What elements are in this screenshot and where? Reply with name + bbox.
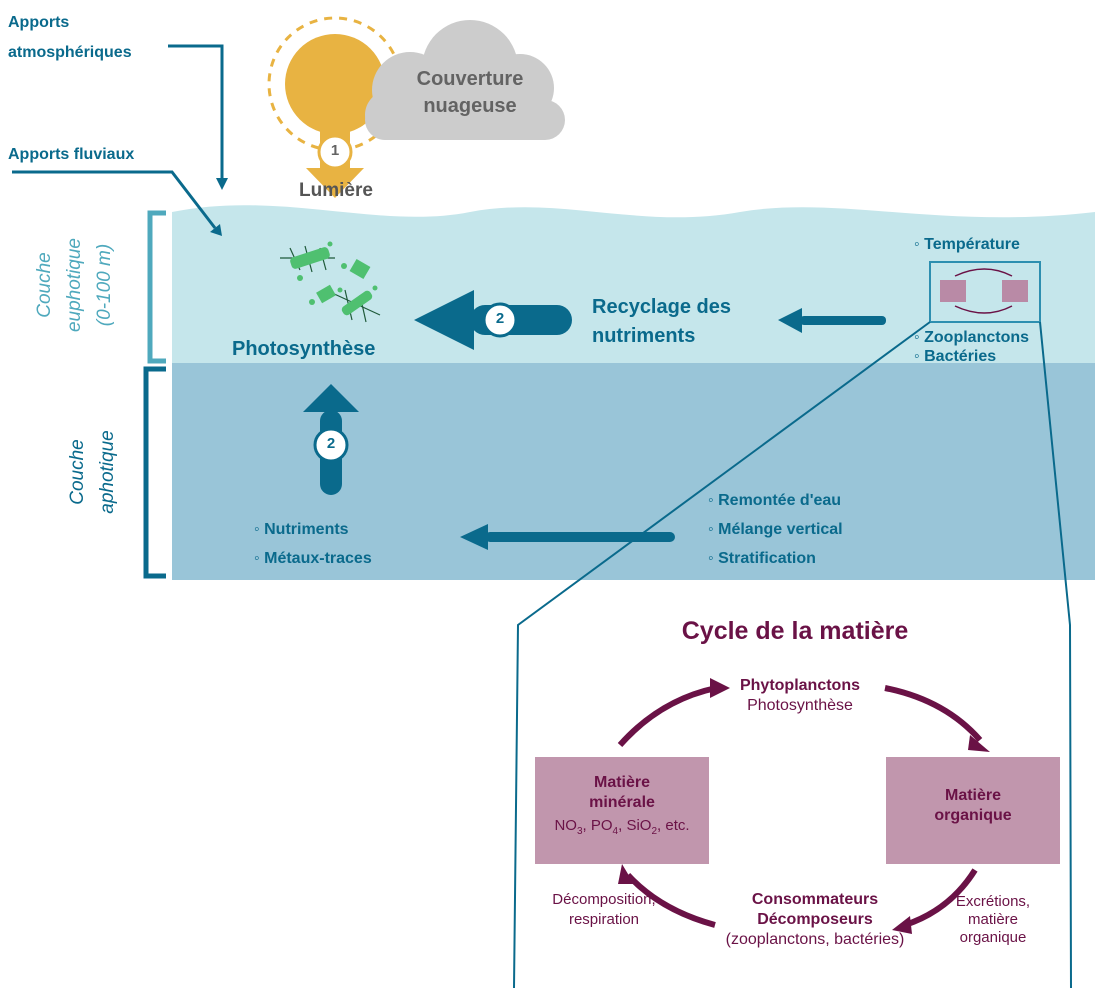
step-2-number-vertical: 2: [326, 435, 336, 452]
bacteria-label: Bactéries: [914, 347, 1029, 366]
phyto-sublabel: Photosynthèse: [747, 697, 853, 714]
organic-line-1: Matière: [944, 787, 1002, 804]
organic-label: Matière organique: [886, 786, 1060, 826]
zoom-line-right: [1039, 321, 1072, 988]
organic-line-2: organique: [934, 807, 1012, 824]
phyto-label: Phytoplanctons: [739, 677, 860, 694]
mixing-processes-list: Remontée d'eau Mélange vertical Stratifi…: [708, 486, 843, 573]
step-2-circle-vertical: [313, 427, 349, 463]
aphotic-line-2: aphotique: [97, 430, 118, 514]
mineral-formulas: NO3, PO4, SiO2, etc.: [554, 817, 690, 837]
cycle-arrows: [617, 685, 983, 928]
mineral-line-1: Matière: [593, 774, 651, 791]
decomposition-label: Décomposition, respiration: [534, 890, 674, 930]
cycle-title: Cycle de la matière: [681, 617, 909, 645]
decomposers-label: Décomposeurs: [757, 911, 873, 928]
atmo-line-1: Apports: [8, 14, 70, 31]
fluvial-input-label: Apports fluviaux: [8, 146, 135, 163]
decomp-line-2: respiration: [568, 911, 640, 928]
euphotic-layer-label: Couche euphotique (0-100 m): [30, 210, 120, 360]
excretion-line-3: organique: [959, 929, 1027, 946]
step-2-circle-horizontal: [482, 302, 518, 338]
light-label: Lumière: [299, 180, 373, 201]
step-1-number: 1: [330, 142, 340, 159]
aphotic-line-1: Couche: [67, 439, 88, 505]
atmo-input-label: Apports atmosphériques: [8, 8, 132, 68]
recycling-line-1: Recyclage des: [592, 296, 731, 318]
mineral-label: Matière minérale NO3, PO4, SiO2, etc.: [535, 773, 709, 842]
cloud-label: Couverture nuageuse: [412, 66, 528, 120]
consumers-list: Zooplanctons Bactéries: [914, 328, 1029, 366]
aphotic-flow-arrow: [460, 524, 675, 550]
photosynthesis-label: Photosynthèse: [232, 338, 376, 360]
decomp-line-1: Décomposition,: [552, 891, 656, 908]
trace-metals-label: Métaux-traces: [254, 544, 372, 573]
mineral-box: [535, 757, 709, 864]
temperature-label: Température: [914, 236, 1020, 254]
atmo-input-arrow: [168, 44, 228, 190]
aphotic-bracket: [143, 366, 166, 579]
step-1-circle: [317, 134, 353, 170]
euphotic-bracket: [147, 210, 166, 364]
zoom-line-left: [513, 321, 931, 988]
nutrients-label: Nutriments: [254, 515, 372, 544]
step-2-number-horizontal: 2: [495, 310, 505, 327]
cloud-icon: [365, 20, 565, 140]
phytoplankton-icon: [280, 241, 381, 323]
zooplankton-label: Zooplanctons: [914, 328, 1029, 347]
upwelling-label: Remontée d'eau: [708, 486, 843, 515]
excretion-label: Excrétions, matière organique: [938, 893, 1048, 947]
organic-box: [886, 757, 1060, 864]
excretion-line-1: Excrétions,: [955, 893, 1031, 910]
consumers-label: Consommateurs: [751, 891, 879, 908]
euphotic-line-3: (0-100 m): [94, 243, 115, 327]
euphotic-line-1: Couche: [34, 252, 55, 318]
nutrients-list: Nutriments Métaux-traces: [254, 515, 372, 573]
vertical-mixing-label: Mélange vertical: [708, 515, 843, 544]
cloud-line-2: nuageuse: [423, 95, 517, 117]
cycle-thumbnail: [940, 268, 1028, 314]
consumers-node: Consommateurs Décomposeurs (zooplanctons…: [700, 890, 930, 950]
phyto-node: Phytoplanctons Photosynthèse: [700, 676, 900, 716]
recycling-line-2: nutriments: [592, 325, 696, 347]
euphotic-line-2: euphotique: [64, 237, 85, 333]
excretion-line-2: matière: [967, 911, 1019, 928]
consumers-sublabel: (zooplanctons, bactéries): [725, 931, 905, 948]
atmo-line-2: atmosphériques: [8, 44, 132, 61]
mineral-line-2: minérale: [589, 794, 655, 811]
cloud-line-1: Couverture: [416, 68, 524, 90]
fluvial-input-arrow: [12, 170, 222, 236]
recycling-label: Recyclage des nutriments: [592, 293, 731, 351]
recycle-input-arrow: [778, 308, 886, 333]
stratification-label: Stratification: [708, 544, 843, 573]
aphotic-layer-label: Couche aphotique: [63, 407, 123, 537]
